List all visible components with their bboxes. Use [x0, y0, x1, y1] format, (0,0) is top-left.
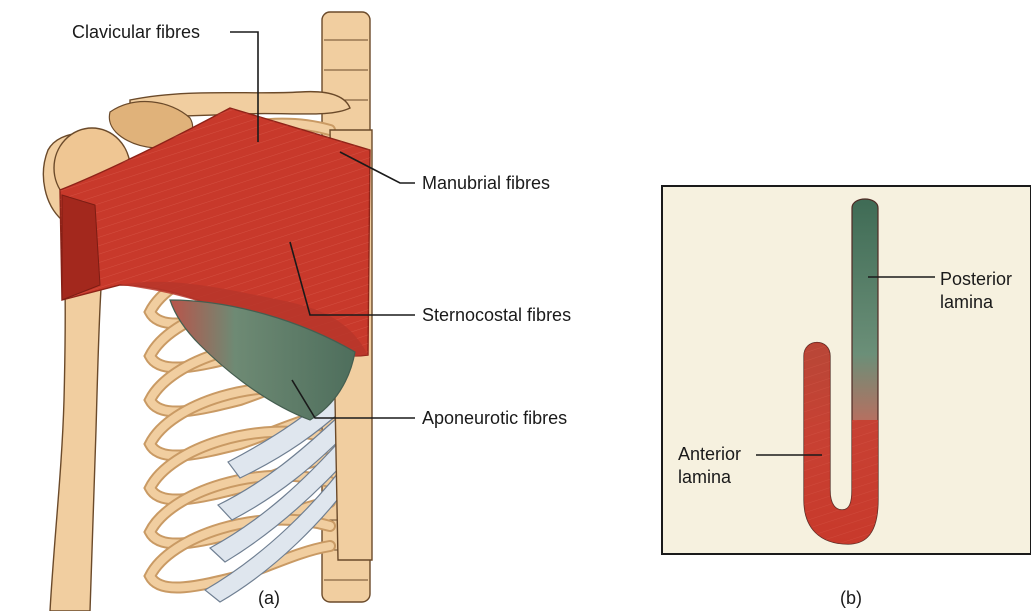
- label-posterior: Posterior: [940, 269, 1012, 289]
- caption-a: (a): [258, 588, 280, 608]
- label-aponeurotic-fibres: Aponeurotic fibres: [422, 408, 567, 428]
- lamina-panel-frame: [662, 186, 1031, 554]
- figure-a-illustration: Clavicular fibres Manubrial fibres Stern…: [43, 12, 571, 611]
- label-manubrial-fibres: Manubrial fibres: [422, 173, 550, 193]
- label-anterior-lamina: lamina: [678, 467, 732, 487]
- label-posterior-lamina: lamina: [940, 292, 994, 312]
- caption-b: (b): [840, 588, 862, 608]
- label-sternocostal-fibres: Sternocostal fibres: [422, 305, 571, 325]
- label-clavicular-fibres: Clavicular fibres: [72, 22, 200, 42]
- label-anterior: Anterior: [678, 444, 741, 464]
- figure-b-panel: Posterior lamina Anterior lamina (b): [662, 186, 1031, 608]
